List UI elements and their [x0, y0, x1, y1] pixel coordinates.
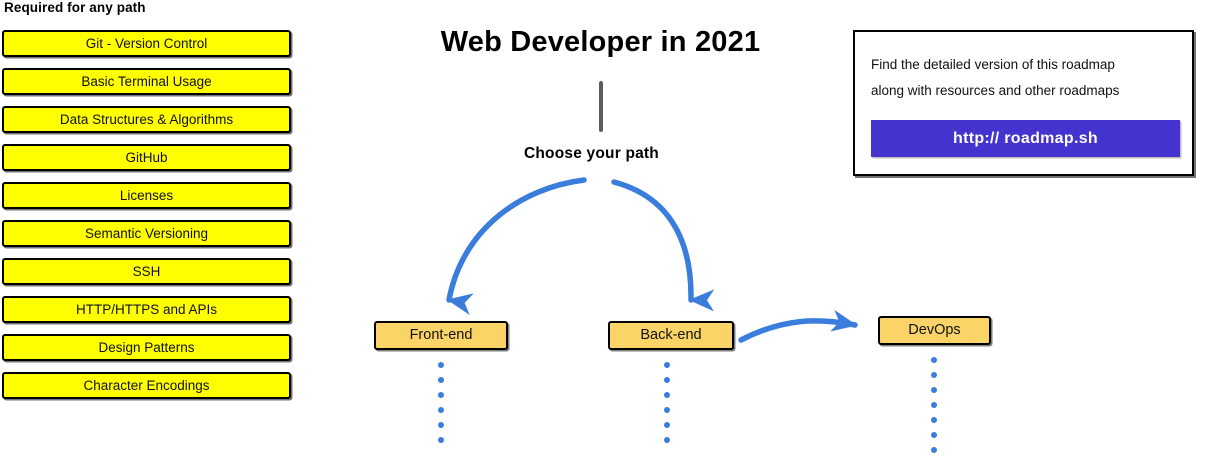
required-topic-label: Basic Terminal Usage: [81, 73, 212, 89]
required-topic-item[interactable]: Data Structures & Algorithms: [2, 106, 291, 133]
trail-dot: [437, 362, 444, 368]
trail-dot: [930, 447, 937, 453]
required-topic-item[interactable]: Semantic Versioning: [2, 220, 291, 247]
trail-dot: [663, 422, 670, 428]
roadmap-sh-link-label: http:// roadmap.sh: [953, 129, 1098, 147]
trail-dot: [663, 362, 670, 368]
trail-dot: [663, 377, 670, 383]
path-node-backend[interactable]: Back-end: [608, 321, 734, 350]
required-topic-label: Licenses: [119, 187, 174, 203]
title-stem-connector: [599, 81, 603, 132]
trail-dot: [930, 372, 937, 378]
required-topic-item[interactable]: Basic Terminal Usage: [2, 68, 291, 95]
arrow-to-frontend: [446, 177, 587, 316]
arrow-to-backend: [611, 179, 715, 312]
required-topic-item[interactable]: GitHub: [2, 144, 291, 171]
trail-dot: [663, 407, 670, 413]
trail-dot: [930, 357, 937, 363]
roadmap-canvas: Required for any path Git - Version Cont…: [2, 0, 1194, 453]
path-node-frontend-label: Front-end: [409, 327, 473, 344]
trail-dot: [930, 387, 937, 393]
callout-line-2: along with resources and other roadmaps: [871, 83, 1120, 98]
dot-trail-frontend: [437, 362, 444, 452]
page-title-text: Web Developer in 2021: [440, 26, 761, 58]
trail-dot: [663, 437, 670, 443]
dot-trail-devops: [930, 357, 937, 462]
required-topic-label: Semantic Versioning: [84, 225, 209, 241]
path-node-devops[interactable]: DevOps: [878, 316, 991, 345]
required-topic-label: GitHub: [125, 149, 168, 165]
required-topic-item[interactable]: Git - Version Control: [2, 30, 291, 57]
required-topic-item[interactable]: SSH: [2, 258, 291, 285]
required-topic-label: Character Encodings: [83, 377, 210, 393]
trail-dot: [437, 392, 444, 398]
path-node-backend-label: Back-end: [640, 327, 702, 344]
path-node-frontend[interactable]: Front-end: [374, 321, 508, 350]
path-node-devops-label: DevOps: [908, 322, 961, 339]
trail-dot: [437, 422, 444, 428]
required-topic-label: Design Patterns: [98, 339, 195, 355]
required-topic-item[interactable]: Character Encodings: [2, 372, 291, 399]
required-topic-label: HTTP/HTTPS and APIs: [75, 301, 218, 317]
dot-trail-backend: [663, 362, 670, 452]
trail-dot: [930, 417, 937, 423]
required-topic-item[interactable]: HTTP/HTTPS and APIs: [2, 296, 291, 323]
callout-description: Find the detailed version of this roadma…: [871, 52, 1181, 104]
required-topic-item[interactable]: Design Patterns: [2, 334, 291, 361]
trail-dot: [437, 437, 444, 443]
roadmap-sh-link-button[interactable]: http:// roadmap.sh: [871, 120, 1180, 157]
callout-line-1: Find the detailed version of this roadma…: [871, 57, 1115, 72]
required-topic-label: SSH: [132, 263, 161, 279]
trail-dot: [930, 432, 937, 438]
required-section-heading: Required for any path: [4, 0, 146, 15]
required-topic-label: Git - Version Control: [85, 35, 208, 51]
required-topic-item[interactable]: Licenses: [2, 182, 291, 209]
trail-dot: [437, 377, 444, 383]
trail-dot: [663, 392, 670, 398]
required-topic-label: Data Structures & Algorithms: [59, 111, 234, 127]
roadmap-callout-box: Find the detailed version of this roadma…: [853, 30, 1194, 176]
choose-your-path-label: Choose your path: [524, 145, 659, 162]
arrow-backend-to-devops: [738, 309, 858, 343]
trail-dot: [930, 402, 937, 408]
trail-dot: [437, 407, 444, 413]
